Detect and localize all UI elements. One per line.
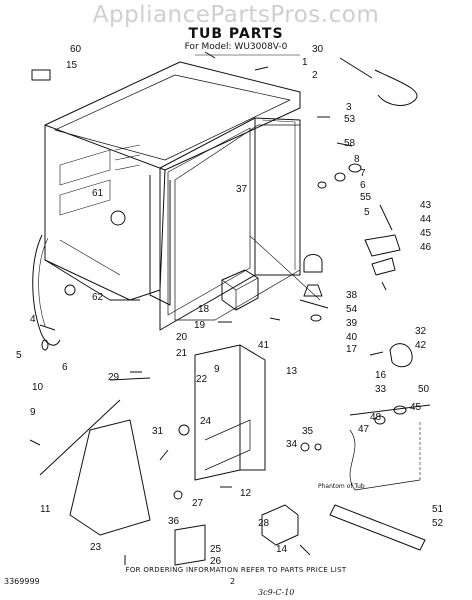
part-42	[389, 343, 413, 368]
page-title: TUB PARTS	[188, 26, 284, 42]
callout-40: 40	[346, 332, 358, 343]
callout-50: 50	[418, 384, 430, 395]
callout-9: 9	[30, 407, 36, 418]
callout-35: 35	[302, 426, 314, 437]
watermark: AppliancePartsPros.com	[92, 2, 380, 28]
callout-27: 27	[192, 498, 204, 509]
part-code: 3369999	[4, 577, 40, 586]
callout-53: 53	[344, 114, 356, 125]
callout-20: 20	[176, 332, 188, 343]
callout-1: 1	[302, 57, 308, 68]
callout-10: 10	[32, 382, 44, 393]
callout-31: 31	[152, 426, 164, 437]
callout-61: 61	[92, 188, 104, 199]
callout-44: 44	[420, 214, 432, 225]
callout-45: 45	[410, 402, 422, 413]
part-61	[110, 210, 126, 226]
callout-6: 6	[62, 362, 68, 373]
drain-hose	[32, 234, 61, 346]
motor-18	[221, 269, 259, 311]
callout-28: 28	[258, 518, 270, 529]
callout-41: 41	[258, 340, 270, 351]
callout-21: 21	[176, 348, 188, 359]
callout-4: 4	[30, 314, 36, 325]
callout-2: 2	[312, 70, 318, 81]
callout-42: 42	[415, 340, 427, 351]
callout-24: 24	[200, 416, 212, 427]
callout-22: 22	[196, 374, 208, 385]
footer-note: FOR ORDERING INFORMATION REFER TO PARTS …	[125, 566, 347, 574]
callout-38: 38	[346, 290, 358, 301]
callout-25: 25	[210, 544, 222, 555]
callout-34: 34	[286, 439, 298, 450]
callout-labels: 6015301235358876555434445463761181938543…	[16, 44, 444, 567]
callout-19: 19	[194, 320, 206, 331]
callout-30: 30	[312, 44, 324, 55]
callout-6: 6	[360, 180, 366, 191]
callout-36: 36	[168, 516, 180, 527]
callout-9: 9	[214, 364, 220, 375]
handwritten-note: 3c9-C-10	[258, 588, 295, 597]
callout-54: 54	[346, 304, 358, 315]
callout-23: 23	[90, 542, 102, 553]
callout-13: 13	[286, 366, 298, 377]
callout-29: 29	[108, 372, 120, 383]
page-number: 2	[230, 577, 236, 586]
rail-51	[329, 504, 426, 551]
callout-48: 48	[370, 412, 382, 423]
callout-60: 60	[70, 44, 82, 55]
callout-5: 5	[364, 207, 370, 218]
box-28	[261, 504, 299, 546]
clip-60	[31, 69, 51, 81]
callout-58: 58	[344, 138, 356, 149]
callout-52: 52	[432, 518, 444, 529]
callout-32: 32	[415, 326, 427, 337]
callout-8: 8	[354, 154, 360, 165]
callout-51: 51	[432, 504, 444, 515]
callout-55: 55	[360, 192, 372, 203]
callout-14: 14	[276, 544, 288, 555]
rod-3	[339, 57, 373, 79]
tub-drawing	[29, 51, 431, 566]
callout-18: 18	[198, 304, 210, 315]
callout-17: 17	[346, 344, 358, 355]
callout-11: 11	[40, 504, 51, 515]
hose-3	[374, 69, 418, 106]
callout-5: 5	[16, 350, 22, 361]
callout-46: 46	[420, 242, 432, 253]
callout-39: 39	[346, 318, 358, 329]
callout-7: 7	[360, 168, 366, 179]
inlet-tube	[349, 404, 431, 416]
callout-43: 43	[420, 200, 432, 211]
model-subtitle: For Model: WU3008V-0	[184, 42, 288, 52]
rod-29	[109, 377, 151, 381]
callout-45: 45	[420, 228, 432, 239]
callout-47: 47	[358, 424, 370, 435]
callout-3: 3	[346, 102, 352, 113]
door-seal-outer	[159, 117, 256, 331]
tub-top	[44, 61, 301, 171]
callout-12: 12	[240, 488, 252, 499]
rod-10	[39, 399, 121, 476]
spray-hub	[303, 254, 323, 273]
leg-11	[69, 419, 151, 536]
callout-33: 33	[375, 384, 387, 395]
callout-15: 15	[66, 60, 78, 71]
callout-26: 26	[210, 556, 222, 567]
callout-37: 37	[236, 184, 248, 195]
phantom-label: Phantom of Tub	[318, 483, 365, 490]
part-62	[64, 284, 76, 296]
callout-62: 62	[92, 292, 104, 303]
callout-16: 16	[375, 370, 387, 381]
